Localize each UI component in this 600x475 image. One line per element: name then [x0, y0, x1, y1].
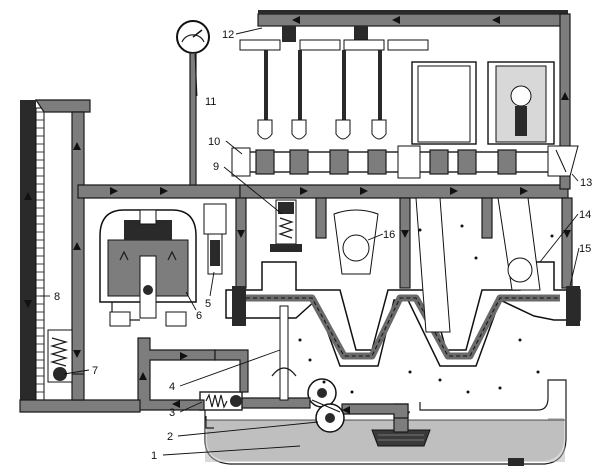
dipstick	[271, 305, 297, 401]
suction-pipe	[341, 403, 409, 419]
gallery-link-pipe	[77, 184, 241, 199]
cooler-fins	[36, 111, 44, 393]
callout-5: 5	[205, 298, 211, 310]
callout-11: 11	[205, 96, 216, 108]
callout-13: 13	[580, 177, 592, 189]
callout-8: 8	[54, 291, 60, 303]
main-oil-gallery	[239, 184, 569, 199]
callout-2: 2	[167, 431, 173, 443]
oil-pressure-gauge	[176, 20, 210, 186]
callout-6: 6	[196, 310, 202, 322]
leader-lines	[40, 27, 580, 456]
callout-15: 15	[579, 243, 591, 255]
callout-10: 10	[208, 136, 220, 148]
pump-delivery-pipe	[239, 397, 311, 409]
oil-drops	[298, 224, 554, 394]
gallery-valve	[270, 199, 302, 252]
rocker-gallery	[239, 10, 571, 190]
push-rods	[264, 50, 382, 130]
oil-pump	[307, 378, 345, 433]
distributor-drive	[203, 203, 227, 275]
oil-filter	[99, 209, 197, 327]
oil-sump	[204, 379, 567, 466]
flow-arrows	[24, 16, 571, 414]
callout-12: 12	[222, 29, 234, 41]
callout-16: 16	[383, 229, 395, 241]
callout-labels: 1 2 3 4 5 6 7 8 9 10 11 12 13 14 15 16	[54, 29, 592, 462]
camshaft	[231, 145, 579, 179]
rocker-posts	[239, 26, 429, 51]
callout-14: 14	[579, 209, 591, 221]
connecting-rods	[333, 197, 541, 333]
crankshaft	[225, 261, 581, 367]
callout-7: 7	[92, 365, 98, 377]
callout-1: 1	[151, 450, 157, 462]
callout-3: 3	[169, 407, 175, 419]
riser-pipe	[137, 337, 216, 411]
callout-9: 9	[213, 161, 219, 173]
tappets	[257, 119, 387, 140]
callout-4: 4	[169, 381, 175, 393]
cylinder-cutaway	[411, 61, 555, 145]
oil-cooler	[19, 99, 141, 413]
riser-pipe-2	[214, 349, 249, 393]
